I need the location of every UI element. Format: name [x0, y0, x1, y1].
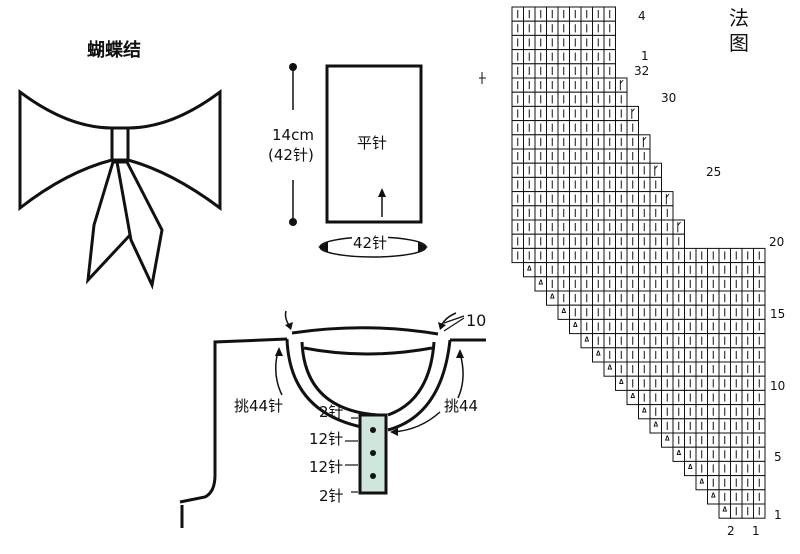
collar-rows-label: 10 [466, 311, 487, 330]
chart-top-label2: 1 [641, 49, 649, 63]
bow-drawing [18, 89, 222, 290]
neck-curve-inner-right [387, 341, 436, 417]
button-3 [370, 473, 376, 479]
bow-knot [110, 126, 130, 162]
pick-up-right-label: 挑44 [444, 397, 479, 415]
neck-curve-inner-left [300, 341, 379, 417]
chart-symbol: ᐞ [595, 349, 601, 362]
chart-symbol: ᐞ [561, 306, 567, 319]
button-1 [370, 427, 376, 433]
collar-top-outer [291, 326, 439, 336]
button-2 [370, 450, 376, 456]
chart-row-1: 1 [774, 508, 782, 522]
chart-symbol: ᐞ [664, 434, 670, 447]
chart-symbol: ᐞ [687, 463, 693, 476]
pick-up-left-label: 挑44针 [234, 397, 284, 415]
collar-top-inner [303, 346, 433, 356]
chart-symbol: ᚴ [652, 164, 659, 177]
bow-left-loop [18, 89, 114, 212]
panel-height-label: 14cm [272, 126, 314, 144]
chart-row-20: 20 [769, 235, 785, 249]
chart-symbol: ᐞ [526, 264, 532, 277]
panel-rect [325, 64, 423, 224]
chart-row-10: 10 [770, 379, 786, 393]
neckline-drawing [179, 310, 486, 528]
chart-col-2: 2 [727, 524, 735, 538]
panel-height-stitches: (42针) [268, 146, 314, 164]
chart-symbol: ᚴ [641, 136, 648, 149]
bow-title: 蝴蝶结 [87, 40, 141, 61]
chart-title-line2: 图 [729, 31, 749, 55]
chart-symbol: ᚴ [675, 221, 682, 234]
chart-row-32: 32 [634, 64, 650, 78]
chart-symbol: ᐞ [710, 491, 716, 504]
chart-row-15: 15 [770, 307, 786, 321]
chart-symbol: ᚴ [664, 193, 671, 206]
chart-symbol: ᐞ [641, 406, 647, 419]
bow-right-tail [115, 160, 164, 290]
chart-symbol: ᐞ [538, 278, 544, 291]
chart-symbol: ᐞ [607, 363, 613, 376]
placket-mid2-label: 12针 [309, 458, 344, 476]
placket-bottom-label: 2针 [319, 487, 344, 505]
chart-symbol: ᐞ [572, 321, 578, 334]
chart-symbol: ᐞ [584, 335, 590, 348]
neck-curve-outer-right [387, 339, 452, 432]
placket-mid1-label: 12针 [309, 430, 344, 448]
chart-symbol: ᐞ [676, 448, 682, 461]
chart-symbol: ᚴ [629, 108, 636, 121]
chart-symbol: ᐞ [722, 505, 728, 518]
chart-top-label: 4 [638, 9, 646, 23]
chart-row-25: 25 [706, 165, 722, 179]
chart-symbol: ᐞ [630, 392, 636, 405]
chart-row-5: 5 [774, 450, 782, 464]
chart-col-1: 1 [752, 524, 760, 538]
chart-symbol: ᐞ [549, 292, 555, 305]
chart-symbol: ᐞ [618, 377, 624, 390]
placket-top-label: 2针 [319, 403, 344, 421]
chart-row-30: 30 [661, 91, 677, 105]
chart-title-line1: 法 [729, 6, 749, 30]
panel-width-label: 42针 [352, 234, 389, 252]
chart-symbol: ᐞ [653, 420, 659, 433]
chart-symbol: ᚴ [618, 79, 625, 92]
chart-symbol: ᐞ [699, 477, 705, 490]
panel-stitch-type: 平针 [357, 134, 388, 152]
registration-mark [479, 72, 486, 84]
